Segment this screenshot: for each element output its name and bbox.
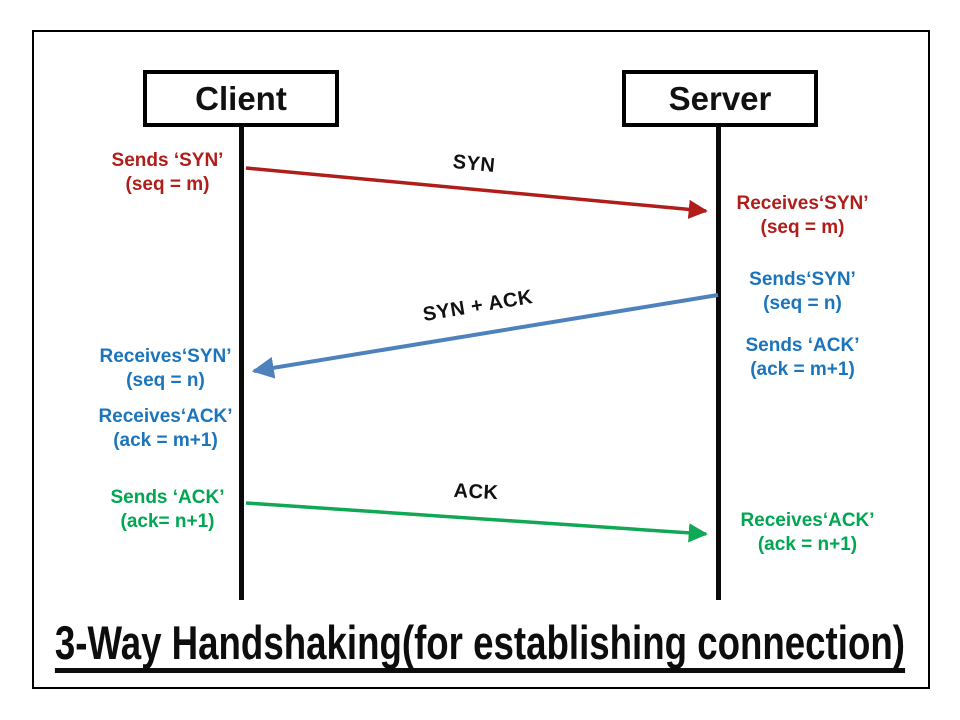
annotation-client-receives-syn: Receives‘SYN’ (seq = n): [58, 345, 273, 393]
annotation-line: (seq = m): [125, 174, 210, 195]
actor-label-server: Server: [668, 79, 772, 117]
client-lifeline: [239, 126, 244, 600]
annotation-line: Receives‘SYN’: [736, 193, 869, 214]
annotation-server-sends-syn: Sends‘SYN’ (seq = n): [695, 268, 910, 316]
syn-ack-arrow: [251, 293, 719, 379]
annotation-client-sends-ack: Sends ‘ACK’ (ack= n+1): [60, 486, 275, 534]
annotation-server-sends-ack: Sends ‘ACK’ (ack = m+1): [695, 334, 910, 382]
slide-border: [32, 30, 930, 689]
annotation-line: Sends ‘ACK’: [745, 335, 860, 356]
annotation-line: Receives‘ACK’: [740, 510, 875, 531]
annotation-line: (ack = m+1): [113, 430, 218, 451]
diagram-title: 3-Way Handshaking(for establishing conne…: [34, 618, 926, 673]
annotation-line: (ack = n+1): [757, 534, 858, 555]
annotation-line: Sends ‘SYN’: [111, 150, 224, 171]
annotation-server-receives-syn: Receives‘SYN’ (seq = m): [695, 192, 910, 240]
annotation-line: (ack = m+1): [750, 359, 855, 380]
diagram-title-text: 3-Way Handshaking(for establishing conne…: [54, 618, 906, 673]
annotation-line: (seq = n): [126, 370, 205, 391]
annotation-line: (seq = n): [763, 293, 842, 314]
annotation-line: Receives‘SYN’: [99, 346, 232, 367]
ack-arrow: [245, 501, 708, 543]
annotation-line: Sends‘SYN’: [749, 269, 856, 290]
annotation-line: (ack= n+1): [120, 511, 215, 532]
annotation-line: (seq = m): [760, 217, 845, 238]
server-lifeline: [716, 126, 721, 600]
annotation-client-sends-syn: Sends ‘SYN’ (seq = m): [60, 149, 275, 197]
actor-label-client: Client: [195, 79, 287, 117]
syn-arrow: [245, 166, 708, 219]
annotation-line: Sends ‘ACK’: [110, 487, 225, 508]
annotation-client-receives-ack: Receives‘ACK’ (ack = m+1): [58, 405, 273, 453]
actor-box-client: Client: [143, 70, 339, 127]
annotation-server-receives-ack: Receives‘ACK’ (ack = n+1): [700, 509, 915, 557]
actor-box-server: Server: [622, 70, 818, 127]
annotation-line: Receives‘ACK’: [98, 406, 233, 427]
